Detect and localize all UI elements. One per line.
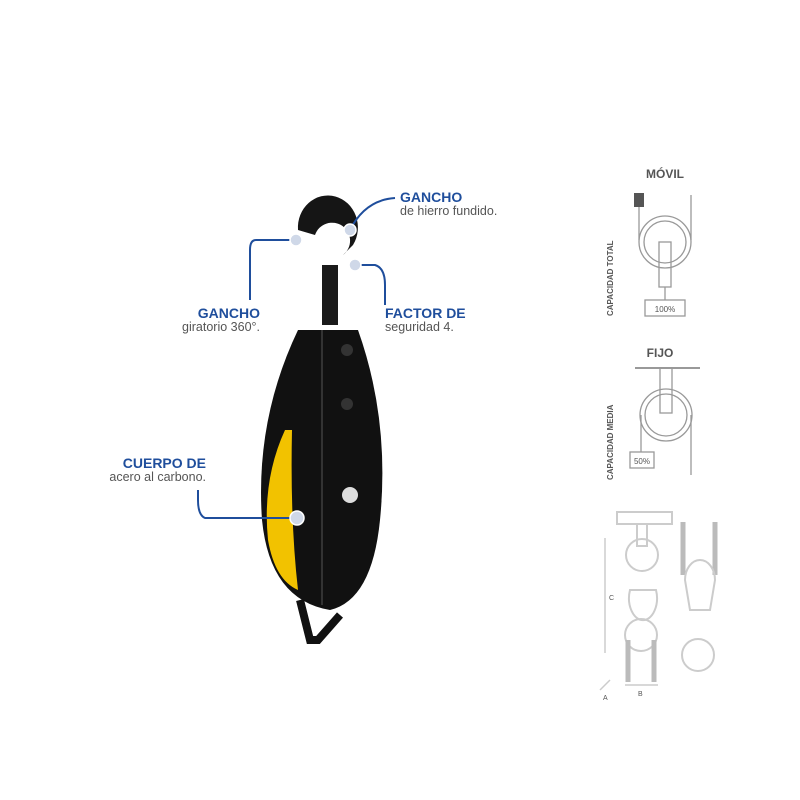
callout-desc: acero al carbono. [109, 470, 206, 484]
movil-title: MÓVIL [646, 166, 684, 181]
movil-value: 100% [655, 305, 675, 314]
callout-title: CUERPO DE [122, 455, 206, 471]
dimension-diagram [599, 511, 718, 691]
dim-b: B [638, 691, 643, 698]
pulley-block [261, 195, 383, 644]
callout-hook-cast-iron: GANCHO de hierro fundido. [400, 190, 497, 218]
callout-desc: giratorio 360°. [182, 320, 260, 334]
callout-title: GANCHO [400, 189, 463, 205]
sheave [266, 430, 298, 590]
fijo-value: 50% [634, 457, 650, 466]
fijo-side-label: CAPACIDAD MEDIA [606, 404, 615, 480]
dim-a: A [603, 695, 608, 702]
movil-diagram [634, 193, 692, 317]
callout-desc: seguridad 4. [385, 320, 454, 334]
callout-swivel-hook: GANCHO giratorio 360°. [130, 306, 260, 334]
callout-title: FACTOR DE [385, 305, 466, 321]
callout-desc: de hierro fundido. [400, 204, 498, 218]
callout-safety-factor: FACTOR DE seguridad 4. [385, 306, 466, 334]
movil-side-label: CAPACIDAD TOTAL [606, 240, 615, 316]
fijo-title: FIJO [647, 346, 674, 360]
hook-top [297, 195, 358, 255]
fijo-diagram [629, 367, 700, 475]
dim-c: C [609, 595, 614, 602]
callout-carbon-steel-body: CUERPO DE acero al carbono. [60, 456, 206, 484]
callout-title: GANCHO [197, 305, 260, 321]
